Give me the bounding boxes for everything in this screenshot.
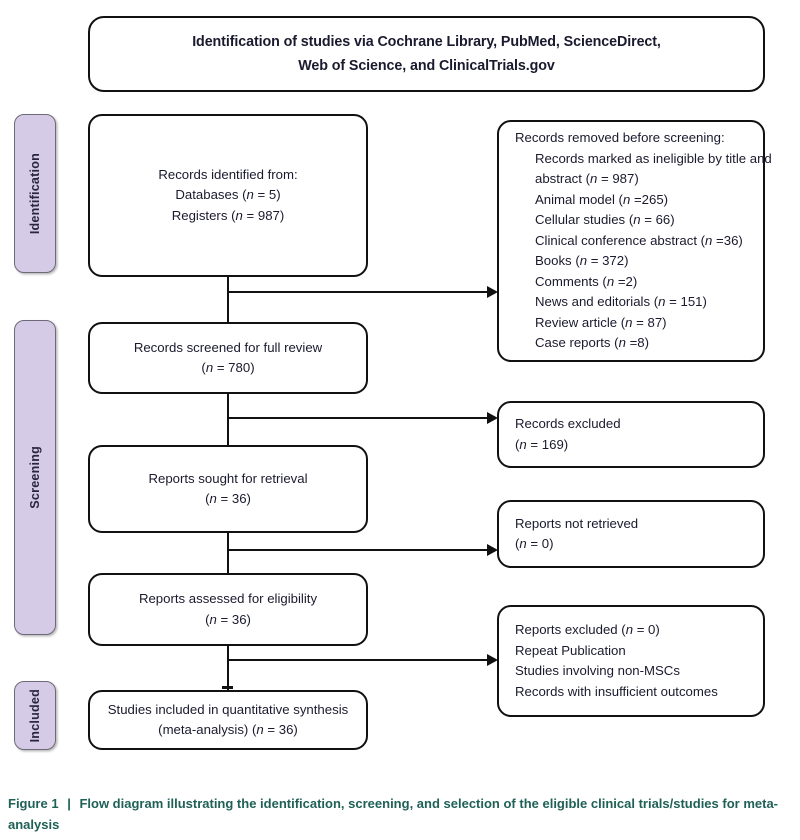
removed-heading: Records removed before screening: — [515, 130, 725, 146]
box-records-screened: Records screened for full review (n = 78… — [88, 322, 368, 394]
stage-label-included-text: Included — [28, 688, 42, 743]
records-identified-line-1: Records identified from: — [158, 166, 298, 182]
stage-label-identification-text: Identification — [28, 152, 42, 235]
reports-sought-line-1: Reports sought for retrieval — [148, 470, 308, 486]
reports-excluded-line-4: Records with insufficient outcomes — [515, 683, 718, 699]
reports-not-retrieved-line-2: (n = 0) — [515, 536, 554, 551]
removed-item-9: Review article (n = 87) — [535, 314, 667, 330]
reports-sought-line-2: (n = 36) — [205, 491, 251, 506]
removed-item-10: Case reports (n =8) — [535, 335, 649, 351]
removed-item-6: Books (n = 372) — [535, 253, 629, 269]
records-excluded-line-2: (n = 169) — [515, 436, 569, 452]
title-line-2: Web of Science, and ClinicalTrials.gov — [298, 58, 555, 74]
box-reports-not-retrieved: Reports not retrieved (n = 0) — [497, 500, 765, 568]
stage-label-screening-text: Screening — [28, 446, 42, 509]
connector-arrow-into-included — [222, 686, 233, 689]
studies-included-line-2: (meta-analysis) (n = 36) — [158, 722, 298, 737]
connector-assessed-to-included — [227, 646, 229, 690]
connector-screened-to-sought — [227, 394, 229, 445]
removed-item-8: News and editorials (n = 151) — [535, 294, 707, 310]
box-records-removed-before-screening: Records removed before screening: Record… — [497, 120, 772, 362]
stage-label-included: Included — [14, 681, 56, 750]
reports-excluded-line-3: Studies involving non-MSCs — [515, 663, 680, 678]
records-identified-line-2: Databases (n = 5) — [175, 187, 281, 203]
arrowhead-reports-not-retrieved — [487, 544, 498, 556]
records-screened-line-1: Records screened for full review — [133, 339, 323, 355]
removed-item-7: Comments (n =2) — [535, 273, 638, 289]
reports-excluded-line-2: Repeat Publication — [515, 642, 626, 658]
figure-caption-separator: | — [67, 796, 71, 811]
figure-caption-label: Figure 1 — [8, 796, 59, 811]
removed-item-3: Animal model (n =265) — [535, 191, 669, 207]
arrowhead-records-excluded — [487, 412, 498, 424]
box-studies-included: Studies included in quantitative synthes… — [88, 690, 368, 750]
reports-assessed-line-2: (n = 36) — [205, 611, 251, 627]
box-records-excluded: Records excluded (n = 169) — [497, 401, 765, 468]
box-reports-excluded: Reports excluded (n = 0) Repeat Publicat… — [497, 605, 765, 717]
figure-caption-text-1: Flow diagram illustrating the identifica… — [79, 796, 719, 811]
stage-label-identification: Identification — [14, 114, 56, 273]
connector-sought-to-assessed — [227, 533, 229, 573]
records-screened-line-2: (n = 780) — [201, 360, 255, 375]
studies-included-line-1: Studies included in quantitative synthes… — [107, 701, 349, 717]
box-reports-assessed: Reports assessed for eligibility (n = 36… — [88, 573, 368, 646]
figure-caption: Figure 1 | Flow diagram illustrating the… — [8, 793, 792, 835]
branch-to-records-excluded — [227, 417, 490, 419]
removed-item-5: Clinical conference abstract (n =36) — [535, 232, 743, 248]
arrowhead-records-removed — [487, 286, 498, 298]
connector-identified-to-screened — [227, 277, 229, 322]
branch-to-records-removed — [227, 291, 490, 293]
box-reports-sought: Reports sought for retrieval (n = 36) — [88, 445, 368, 533]
reports-assessed-line-1: Reports assessed for eligibility — [138, 591, 318, 606]
records-identified-line-3: Registers (n = 987) — [171, 207, 285, 223]
removed-item-1: Records marked as ineligible by title an… — [535, 150, 772, 166]
stage-label-screening: Screening — [14, 320, 56, 635]
removed-item-2: abstract (n = 987) — [535, 171, 639, 187]
title-box: Identification of studies via Cochrane L… — [88, 16, 765, 92]
arrowhead-reports-excluded — [487, 654, 498, 666]
figure-caption-text-2: for meta-analysis — [8, 796, 779, 832]
title-line-1: Identification of studies via Cochrane L… — [192, 34, 661, 50]
box-records-identified: Records identified from: Databases (n = … — [88, 114, 368, 277]
branch-to-reports-excluded — [227, 659, 490, 661]
reports-not-retrieved-line-1: Reports not retrieved — [515, 515, 639, 531]
reports-excluded-line-1: Reports excluded (n = 0) — [515, 622, 660, 637]
records-excluded-line-1: Records excluded — [515, 416, 621, 431]
removed-item-4: Cellular studies (n = 66) — [535, 212, 675, 228]
branch-to-reports-not-retrieved — [227, 549, 490, 551]
